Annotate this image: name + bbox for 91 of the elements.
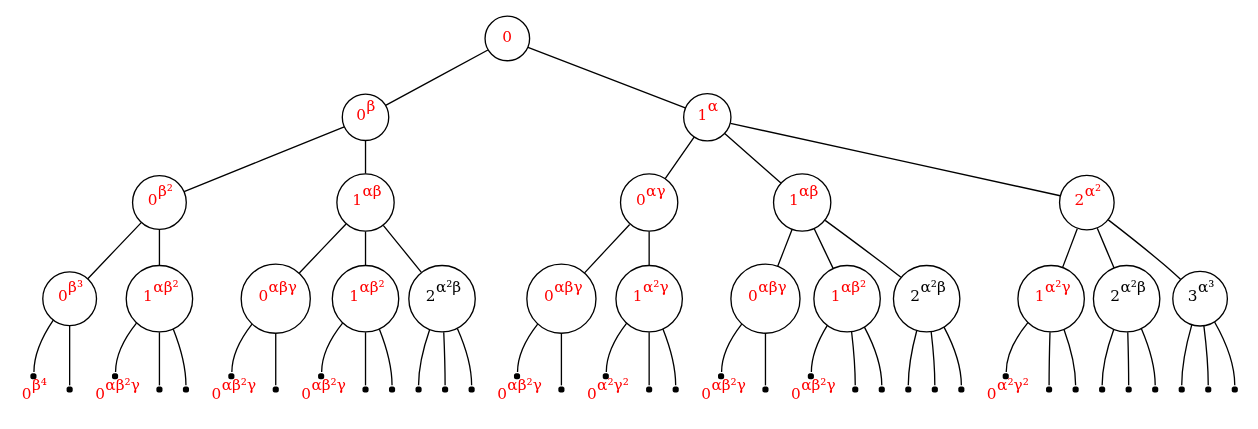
connector bbox=[1213, 321, 1236, 387]
node-dot bbox=[807, 373, 814, 380]
connector bbox=[1048, 331, 1051, 387]
node-dot bbox=[905, 386, 912, 393]
connector bbox=[321, 322, 344, 373]
node-dot bbox=[852, 386, 859, 393]
connector bbox=[1127, 331, 1130, 387]
connector bbox=[724, 132, 782, 184]
node-dot bbox=[362, 386, 369, 393]
node-dot bbox=[182, 386, 189, 393]
node-dot bbox=[1125, 386, 1132, 393]
node-dot bbox=[156, 386, 163, 393]
connector bbox=[158, 331, 161, 387]
connector bbox=[364, 230, 367, 267]
node-dot bbox=[1002, 373, 1009, 380]
connector bbox=[1101, 329, 1115, 387]
connector bbox=[810, 324, 828, 373]
connector bbox=[364, 331, 367, 387]
node-dot bbox=[646, 386, 653, 393]
node-dot bbox=[602, 373, 609, 380]
connector bbox=[824, 219, 902, 278]
connector bbox=[87, 221, 142, 280]
node-dot bbox=[1072, 386, 1079, 393]
connector bbox=[364, 139, 367, 175]
connector bbox=[662, 328, 677, 387]
node-dot bbox=[442, 386, 449, 393]
node-dot bbox=[112, 373, 119, 380]
connector bbox=[850, 331, 856, 387]
connector bbox=[417, 329, 431, 387]
node-dot bbox=[272, 386, 279, 393]
connector bbox=[1107, 219, 1182, 280]
connector bbox=[456, 327, 473, 387]
node-dot bbox=[1205, 386, 1212, 393]
connector bbox=[664, 136, 695, 180]
connector bbox=[648, 230, 650, 267]
node-dot bbox=[228, 373, 235, 380]
connector bbox=[384, 49, 489, 107]
connector bbox=[764, 332, 767, 387]
connector bbox=[943, 326, 962, 387]
connector bbox=[114, 322, 138, 373]
connector bbox=[930, 331, 936, 387]
connector bbox=[1096, 227, 1115, 269]
node-dot bbox=[30, 373, 37, 380]
connector bbox=[158, 228, 161, 266]
node-dot bbox=[958, 386, 965, 393]
node-dot bbox=[1099, 386, 1106, 393]
connector bbox=[443, 331, 446, 387]
node-dot bbox=[1152, 386, 1159, 393]
node-dot bbox=[558, 386, 565, 393]
node-dot bbox=[1046, 386, 1053, 393]
connector bbox=[648, 331, 650, 387]
connector bbox=[527, 46, 686, 109]
node-dot bbox=[878, 386, 885, 393]
node-dot bbox=[762, 386, 769, 393]
connector bbox=[516, 323, 539, 373]
connector bbox=[560, 332, 563, 387]
connector bbox=[1061, 228, 1078, 269]
node-dot bbox=[389, 386, 396, 393]
connector bbox=[172, 328, 187, 387]
node-dot bbox=[318, 373, 325, 380]
connector bbox=[907, 330, 918, 387]
connector bbox=[378, 328, 393, 387]
connector bbox=[298, 223, 347, 274]
connector bbox=[33, 319, 55, 373]
connector bbox=[69, 324, 71, 387]
connector bbox=[183, 126, 345, 193]
connector bbox=[275, 332, 277, 387]
node-circle: 0 bbox=[484, 15, 531, 62]
node-dot bbox=[415, 386, 422, 393]
node-dot bbox=[718, 373, 725, 380]
connector bbox=[863, 326, 883, 387]
node-dot bbox=[672, 386, 679, 393]
connector bbox=[382, 224, 423, 273]
node-dot bbox=[1178, 386, 1185, 393]
connector bbox=[605, 322, 628, 373]
connector bbox=[813, 228, 834, 270]
connector bbox=[729, 122, 1061, 197]
connector bbox=[720, 323, 743, 373]
connector bbox=[231, 323, 253, 373]
connector bbox=[1063, 329, 1077, 387]
connector bbox=[1140, 328, 1156, 387]
node-dot bbox=[1231, 386, 1238, 393]
connector bbox=[583, 223, 631, 274]
connector bbox=[777, 229, 793, 267]
node-dot bbox=[468, 386, 475, 393]
node-dot bbox=[513, 373, 521, 380]
node-dot bbox=[66, 386, 73, 393]
node-dot bbox=[931, 386, 938, 393]
connector bbox=[1005, 322, 1029, 373]
connector bbox=[1181, 324, 1193, 387]
connector bbox=[1203, 325, 1209, 387]
